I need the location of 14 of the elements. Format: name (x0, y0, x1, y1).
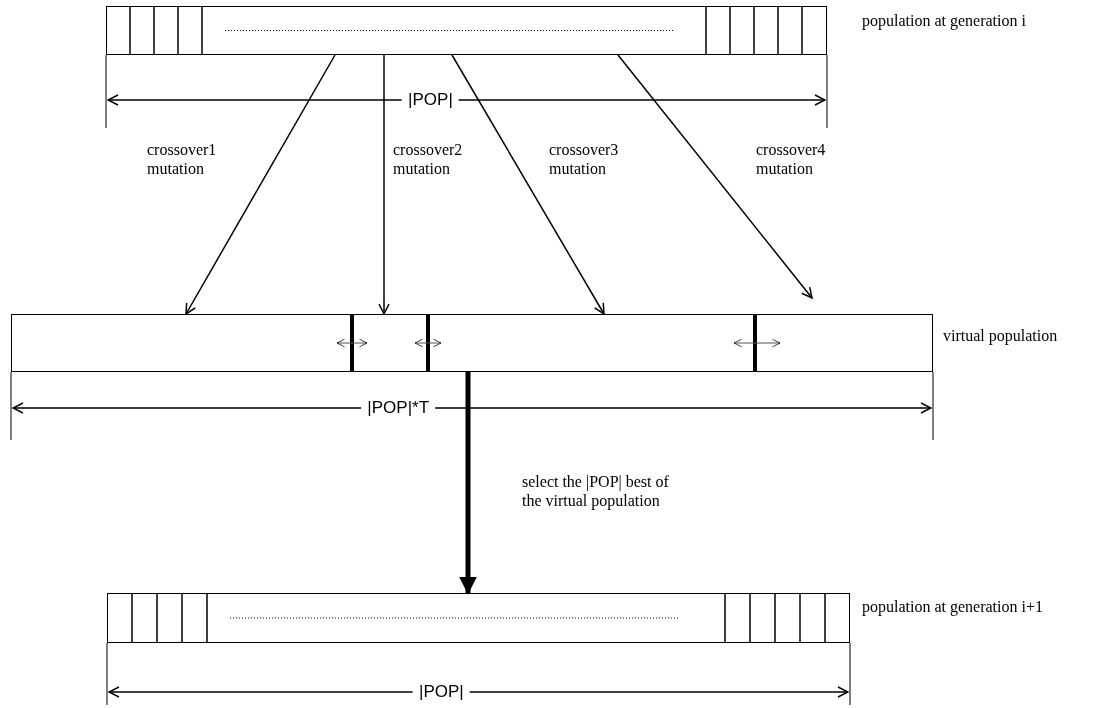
node-caption: population at generation i+1 (862, 598, 1043, 616)
arrow (459, 372, 477, 595)
arrow (451, 54, 605, 315)
arrow (185, 54, 336, 315)
population-bar (106, 6, 827, 55)
dimension-label: |POP| (402, 90, 459, 110)
dimension-label: |POP| (413, 682, 470, 702)
dimension-label: |POP|*T (361, 398, 436, 418)
node-caption: virtual population (943, 327, 1058, 345)
arrow (617, 54, 813, 299)
arrow (378, 54, 390, 315)
population-bar (107, 593, 850, 643)
population-bar (11, 314, 933, 372)
node-caption: population at generation i (862, 12, 1026, 30)
